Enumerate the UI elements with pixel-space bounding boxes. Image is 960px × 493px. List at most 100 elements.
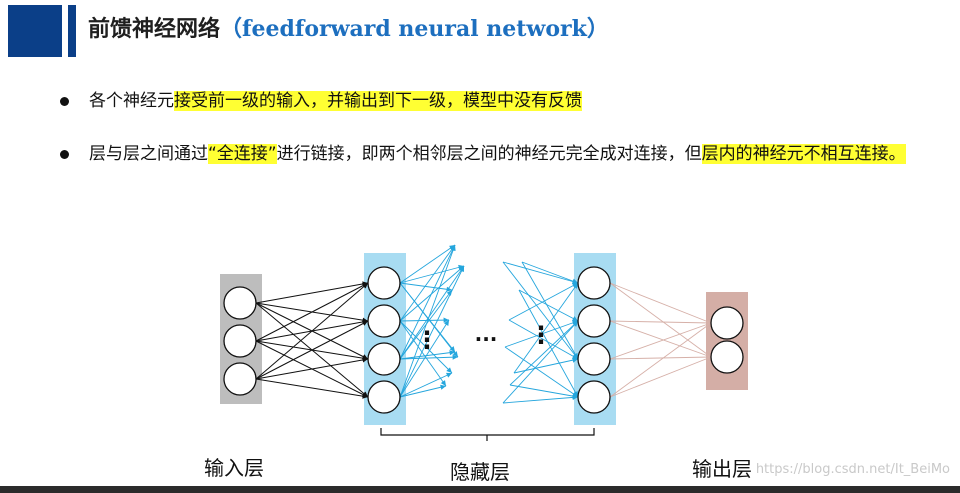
edge-hidden-fanin [513,358,579,374]
edge-hidden-fanout-arrowhead [446,372,452,378]
edge-hidden-output [609,320,712,324]
neuron-layer-0 [223,286,257,320]
edge-hidden-output [609,282,712,358]
title-accent-rule [68,5,76,57]
edge-hidden-fanin-arrowhead [572,283,578,289]
edge-hidden-output [609,322,712,360]
edge-hidden-fanin-arrowhead [572,357,578,363]
watermark: https://blog.csdn.net/It_BeiMo [755,462,950,477]
edge-hidden-fanin-arrowhead [572,316,578,321]
edge-hidden-fanout [399,244,456,284]
connections [255,244,712,404]
neuron-layer-1 [367,266,401,300]
edge-hidden-fanin [502,261,579,360]
bullet-dot-icon [60,97,69,106]
edge-hidden-fanin [502,396,579,404]
edge-input-hidden [255,378,369,398]
edge-hidden-fanout [399,319,450,322]
title-chinese: 前馈神经网络 [88,17,221,42]
neuron-layer-2 [577,266,611,300]
edge-input-hidden [255,282,369,342]
edge-hidden-fanin [521,261,579,360]
neuron-layer-0 [223,324,257,358]
edge-hidden-fanout [399,265,465,360]
edge-hidden-fanout [399,351,456,360]
edge-hidden-fanout [399,320,447,387]
edge-hidden-output [609,320,712,358]
bottom-divider [0,486,960,493]
edge-input-hidden-arrowhead [362,283,368,289]
edge-hidden-fanin-arrowhead [572,321,578,327]
bullet-text-1: 各个神经元接受前一级的输入，并输出到下一级，模型中没有反馈 [89,91,582,111]
bullet-text-2: 层与层之间通过“全连接”进行链接，即两个相邻层之间的神经元完全成对连接，但层内的… [89,144,906,164]
edge-hidden-fanout [399,320,453,374]
edge-hidden-fanout [399,244,456,322]
edge-hidden-fanout-arrowhead [459,266,464,272]
title-accent-block [8,5,62,57]
neuron-layer-1 [367,342,401,376]
bullet-item-1: 各个神经元接受前一级的输入，并输出到下一级，模型中没有反馈 [60,88,920,114]
neuron-layer-3 [710,306,744,340]
input-layer-label: 输入层 [204,456,264,480]
edge-hidden-output [609,356,712,360]
edge-input-hidden-arrowhead [362,357,368,363]
edge-hidden-fanout [399,282,453,291]
output-layer-label: 输出层 [692,457,752,481]
edge-hidden-fanout [399,244,456,398]
edge-hidden-fanin [509,320,579,386]
edge-hidden-fanin [502,320,579,404]
neuron-layer-1 [367,380,401,414]
edge-input-hidden-arrowhead [362,321,368,326]
edge-hidden-output [609,282,712,324]
edge-hidden-fanin-arrowhead [572,278,578,284]
edge-hidden-fanin [508,319,579,360]
edge-hidden-fanin [504,346,579,398]
edge-hidden-fanout-arrowhead [443,317,449,323]
edge-hidden-fanin [518,289,579,398]
edge-hidden-fanout-arrowhead [446,286,452,292]
neuron-layer-2 [577,380,611,414]
neuron-layer-1 [367,304,401,338]
edge-hidden-fanout [399,265,465,284]
edge-hidden-fanout-arrowhead [440,380,446,386]
edge-hidden-fanin [508,282,579,321]
edge-hidden-fanout-arrowhead [446,290,452,296]
edge-input-hidden [255,320,369,380]
page-title: 前馈神经网络（feedforward neural network） [88,12,609,46]
edge-hidden-fanin-arrowhead [572,393,578,399]
edge-hidden-fanout [399,356,459,360]
neuron-layer-2 [577,304,611,338]
edge-hidden-fanout-arrowhead [449,350,455,356]
edge-hidden-fanout [399,319,450,398]
horizontal-ellipsis: ··· [475,327,498,351]
brace-line [380,428,595,441]
edge-hidden-fanin [502,261,579,284]
edge-hidden-fanout-arrowhead [446,367,452,373]
edge-hidden-output [609,356,712,398]
edge-hidden-fanin-arrowhead [573,353,578,359]
neurons [223,266,744,414]
edge-input-hidden-arrowhead [362,393,368,399]
edge-input-hidden [255,282,369,304]
title-english: （feedforward neural network） [220,16,609,42]
edge-hidden-fanout [399,372,453,398]
bullet-dot-icon [60,150,69,159]
highlighted-text: 接受前一级的输入，并输出到下一级，模型中没有反馈 [174,91,582,111]
edge-hidden-fanout-arrowhead [452,354,458,360]
vertical-ellipsis-left: ⋮ [415,326,439,354]
edge-hidden-fanout [399,385,447,398]
edge-input-hidden [255,282,369,380]
vertical-ellipsis-right: ⋮ [529,321,553,349]
edge-hidden-fanout-arrowhead [450,245,456,251]
edge-hidden-fanout-arrowhead [443,320,449,326]
edge-hidden-fanin [521,261,579,284]
edge-hidden-fanin [518,289,579,322]
edge-hidden-fanin [513,282,579,374]
neuron-layer-2 [577,342,611,376]
edge-hidden-fanin [509,384,579,398]
hidden-layer-brace [380,428,595,441]
bullet-item-2: 层与层之间通过“全连接”进行链接，即两个相邻层之间的神经元完全成对连接，但层内的… [60,141,920,193]
edge-hidden-fanout [399,244,456,360]
edge-hidden-output [609,322,712,398]
